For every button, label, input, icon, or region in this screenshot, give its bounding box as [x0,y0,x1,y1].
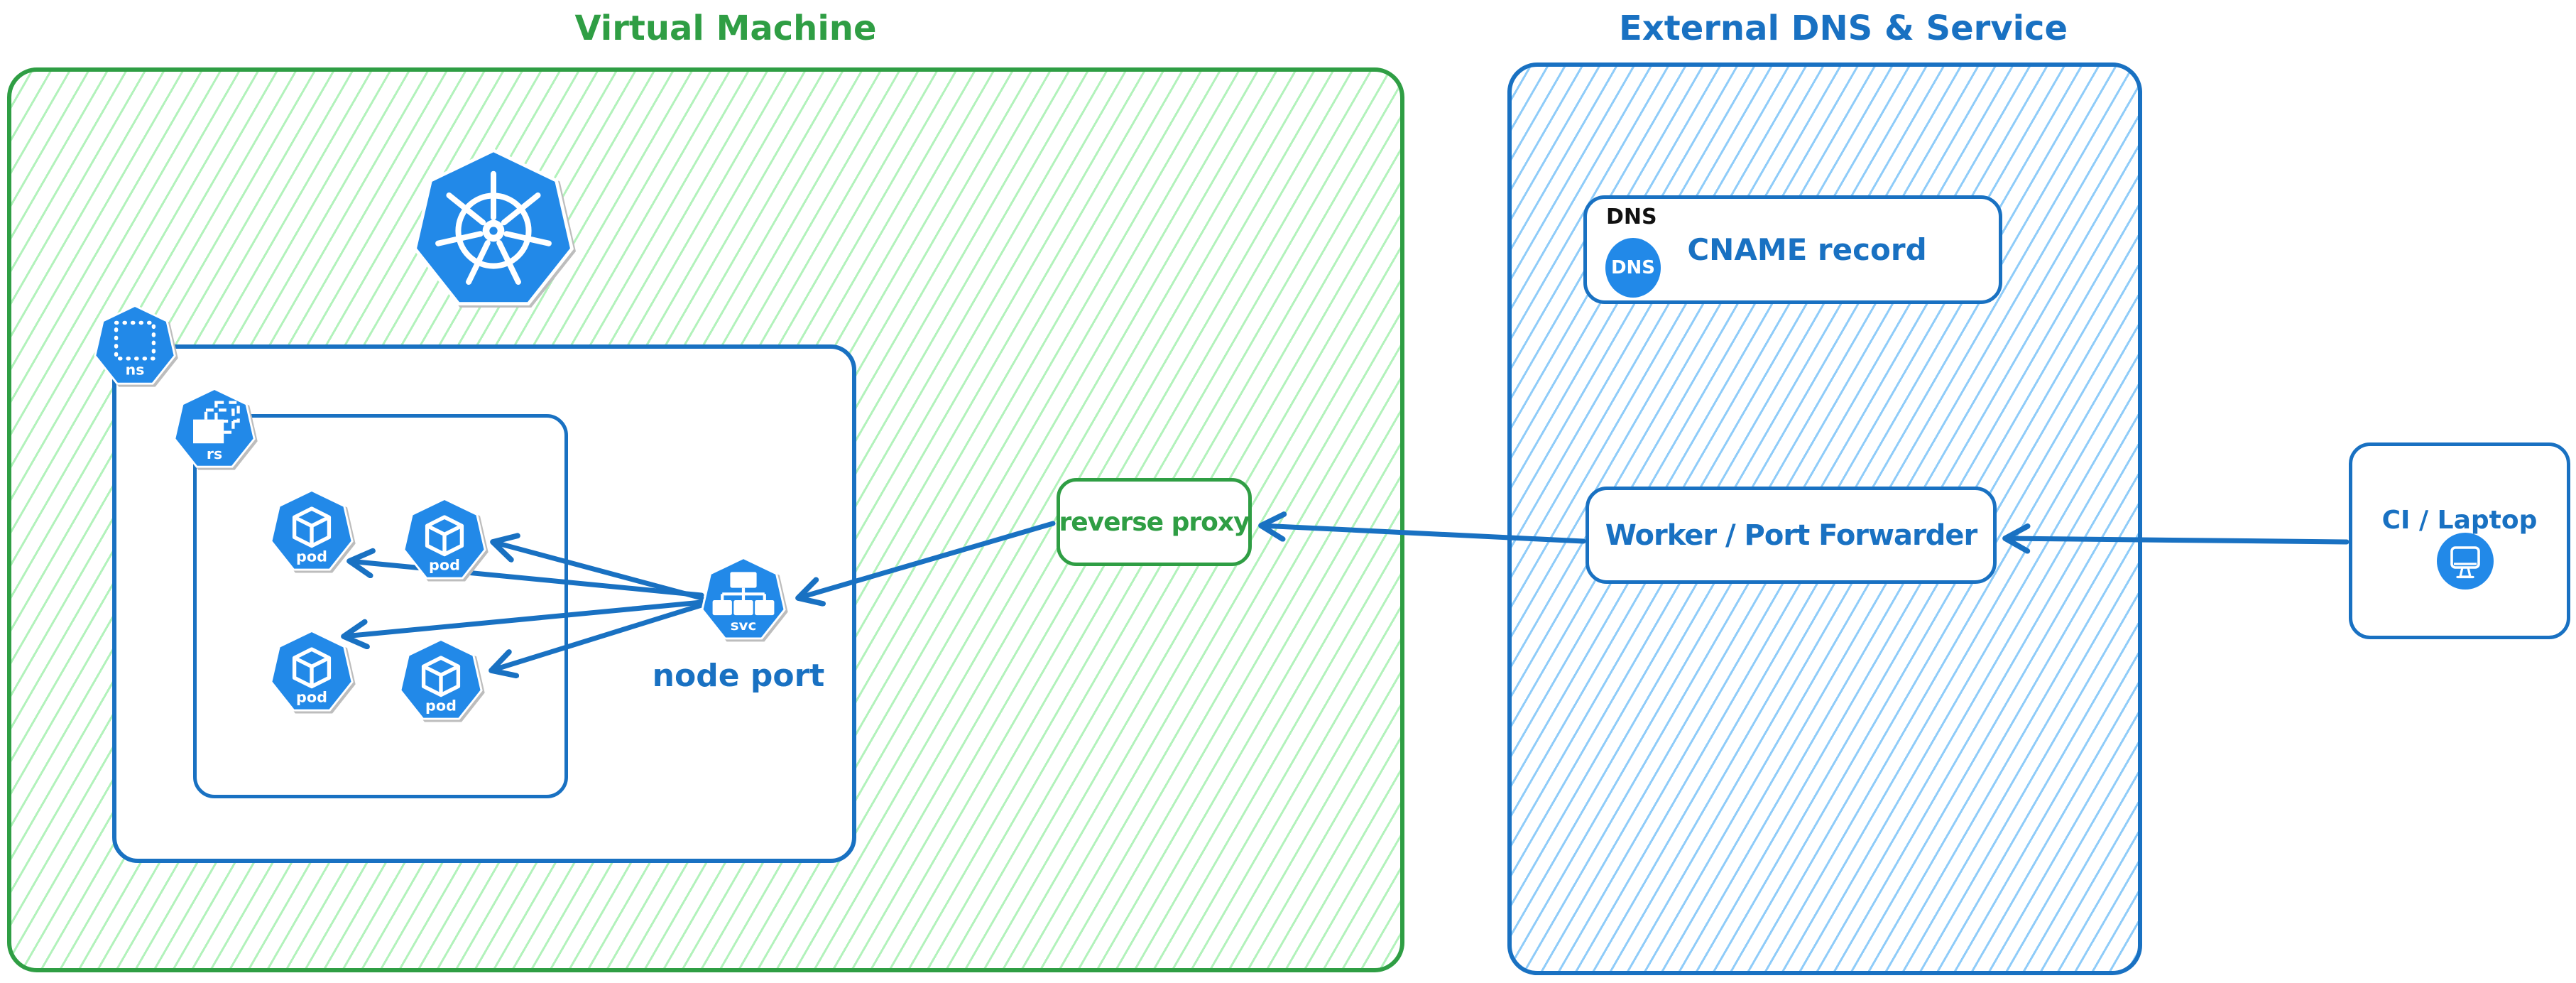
pod-icon: pod [270,629,354,712]
kubernetes-logo-icon [413,148,574,306]
virtual-machine-title: Virtual Machine [574,9,877,48]
arrow-reverseproxy-to-svc [798,521,1056,598]
arrow-svc-to-pod4 [491,602,704,670]
dns-badge-icon: DNS [1605,238,1661,298]
arrow-ci-to-worker [2005,538,2349,542]
arrow-svc-to-pod2 [493,542,704,601]
node-port-label: node port [652,658,825,694]
arrow-svc-to-pod1 [349,561,704,598]
cname-record-label: CNAME record [1687,232,1927,267]
replicaset-box [193,414,568,798]
worker-port-forwarder-box: Worker / Port Forwarder [1586,487,1997,584]
arrow-worker-to-reverseproxy [1261,526,1586,544]
namespace-icon-label: ns [126,362,145,379]
pod-icon: pod [399,638,483,720]
service-icon-label: svc [731,617,756,634]
worker-port-forwarder-label: Worker / Port Forwarder [1605,518,1977,552]
pod-icon: pod [403,497,486,580]
external-dns-service-title: External DNS & Service [1619,9,2068,48]
reverse-proxy-label: reverse proxy [1059,507,1250,537]
pod-icon-label: pod [296,548,327,565]
dns-badge-label: DNS [1610,257,1656,278]
service-icon: svc [701,556,786,640]
replicaset-icon: rs [173,387,256,468]
pod-icon-label: pod [296,688,327,705]
pod-icon: pod [270,489,354,571]
monitor-icon [2437,533,2494,590]
replicaset-icon-label: rs [207,445,222,462]
pod-icon-label: pod [425,697,457,714]
ci-laptop-label: CI / Laptop [2381,506,2538,535]
reverse-proxy-box: reverse proxy [1057,478,1252,566]
dns-heading: DNS [1606,205,1657,229]
pod-icon-label: pod [429,556,460,573]
arrow-svc-to-pod3 [344,599,704,636]
namespace-icon: ns [94,304,176,385]
